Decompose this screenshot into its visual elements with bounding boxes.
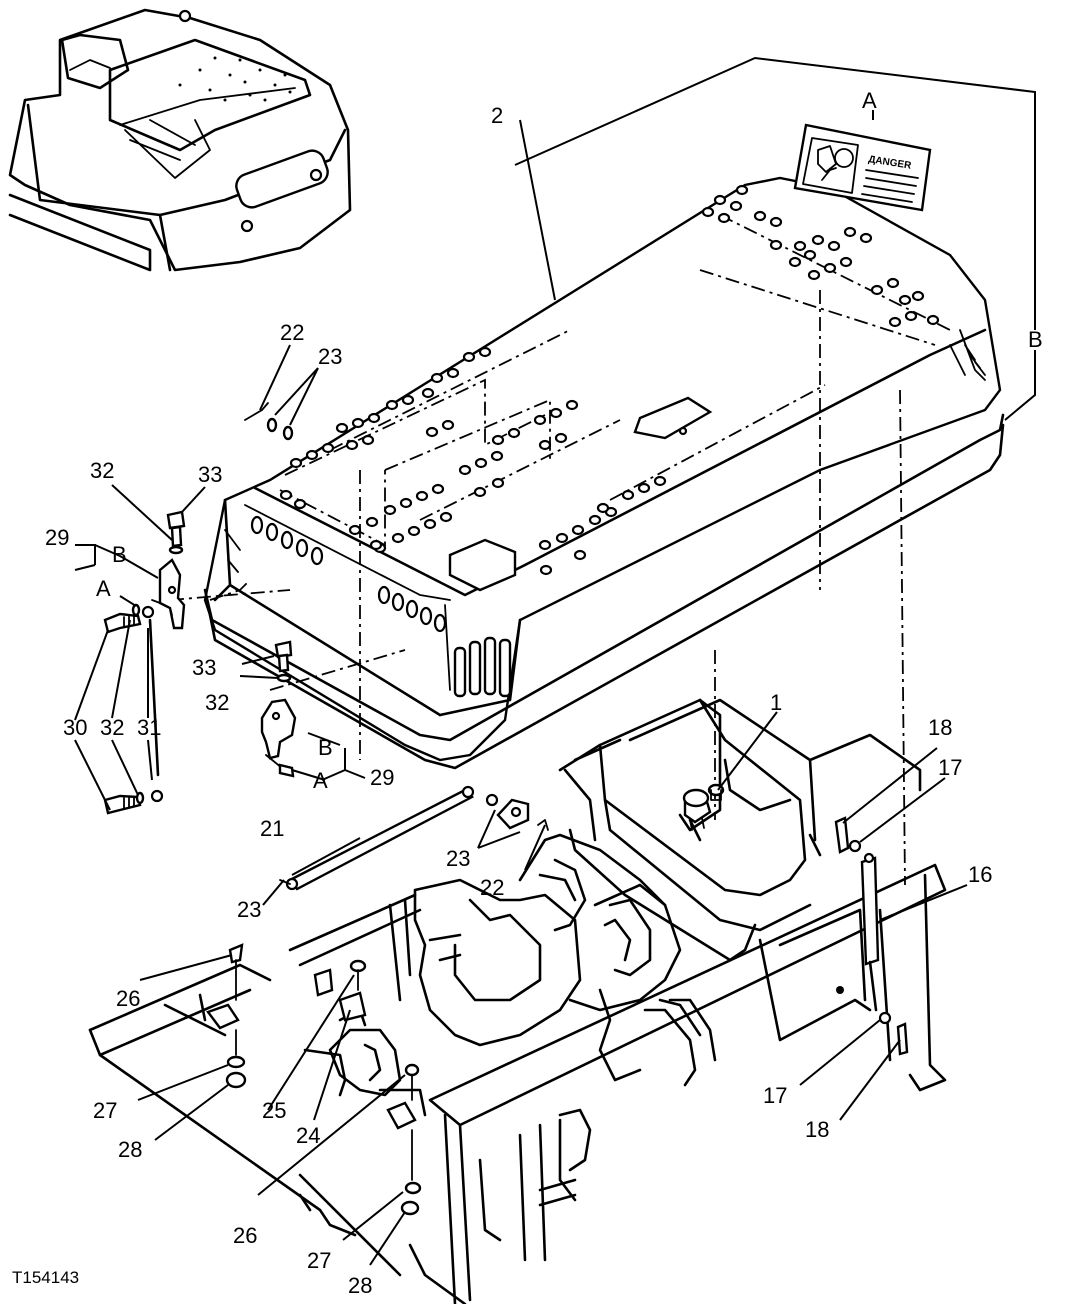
support-rod-21 bbox=[279, 785, 475, 891]
callout-18-upper: 18 bbox=[928, 715, 952, 740]
callout-26-left: 26 bbox=[116, 986, 140, 1011]
callout-32-side: 32 bbox=[100, 715, 124, 740]
callout-18-lower: 18 bbox=[805, 1117, 829, 1142]
callout-26-right: 26 bbox=[233, 1223, 257, 1248]
callout-22-upper: 22 bbox=[280, 320, 304, 345]
gas-strut-16 bbox=[834, 816, 909, 1056]
callout-22-mid: 22 bbox=[480, 875, 504, 900]
callout-31: 31 bbox=[137, 715, 161, 740]
hood-dashed-grid bbox=[169, 214, 951, 886]
latch-lower bbox=[260, 698, 297, 778]
hood-vent-slots bbox=[453, 344, 986, 698]
screw-30-upper bbox=[103, 612, 142, 634]
callout-21: 21 bbox=[260, 816, 284, 841]
bolt-33-upper bbox=[166, 510, 186, 555]
callout-a-upper: A bbox=[96, 576, 111, 601]
callout-24: 24 bbox=[296, 1123, 320, 1148]
rod-31 bbox=[131, 603, 164, 805]
engine-hood bbox=[169, 176, 1005, 886]
callout-32-top: 32 bbox=[90, 458, 114, 483]
hood-texture bbox=[178, 56, 292, 102]
callout-23-upper: 23 bbox=[318, 344, 342, 369]
callout-27-right: 27 bbox=[307, 1248, 331, 1273]
callout-23-mid: 23 bbox=[446, 846, 470, 871]
callout-b-lower: B bbox=[318, 735, 333, 760]
callout-17-lower: 17 bbox=[763, 1083, 787, 1108]
callout-b-decal: B bbox=[1028, 327, 1043, 352]
hood-perforations bbox=[279, 184, 940, 576]
callout-23-left: 23 bbox=[237, 897, 261, 922]
mount-center bbox=[313, 959, 367, 1022]
pin-22-upper bbox=[244, 402, 294, 441]
callout-1: 1 bbox=[770, 690, 782, 715]
callout-29-lower: 29 bbox=[370, 765, 394, 790]
danger-decal: ДANGER bbox=[793, 123, 932, 212]
hood-front-holes bbox=[250, 515, 447, 633]
engine-compartment bbox=[88, 698, 947, 1304]
callout-25: 25 bbox=[262, 1098, 286, 1123]
callout-2: 2 bbox=[491, 103, 503, 128]
callout-labels: 2 A B 22 23 32 33 29 B A 33 32 30 32 31 … bbox=[12, 88, 1043, 1298]
leader-lines bbox=[74, 56, 1036, 1266]
callout-33-top: 33 bbox=[198, 462, 222, 487]
callout-16: 16 bbox=[968, 862, 992, 887]
callout-b-upper: B bbox=[112, 542, 127, 567]
callout-17-upper: 17 bbox=[938, 755, 962, 780]
bracket-22-lower bbox=[485, 793, 549, 831]
callout-29-upper: 29 bbox=[45, 525, 69, 550]
callout-a-lower: A bbox=[313, 768, 328, 793]
mount-right bbox=[386, 1063, 422, 1216]
mount-left bbox=[206, 943, 247, 1089]
figure-id: T154143 bbox=[12, 1268, 79, 1287]
filler-cap bbox=[682, 788, 712, 831]
callout-30: 30 bbox=[63, 715, 87, 740]
callout-33-lower: 33 bbox=[192, 655, 216, 680]
callout-27-left: 27 bbox=[93, 1098, 117, 1123]
screw-30-lower bbox=[103, 794, 142, 815]
latch-upper bbox=[151, 558, 186, 630]
callout-32-lower: 32 bbox=[205, 690, 229, 715]
machine-overview-inset bbox=[8, 8, 352, 272]
callout-28-left: 28 bbox=[118, 1137, 142, 1162]
callout-28-right: 28 bbox=[348, 1273, 372, 1298]
callout-a-decal: A bbox=[862, 88, 877, 113]
